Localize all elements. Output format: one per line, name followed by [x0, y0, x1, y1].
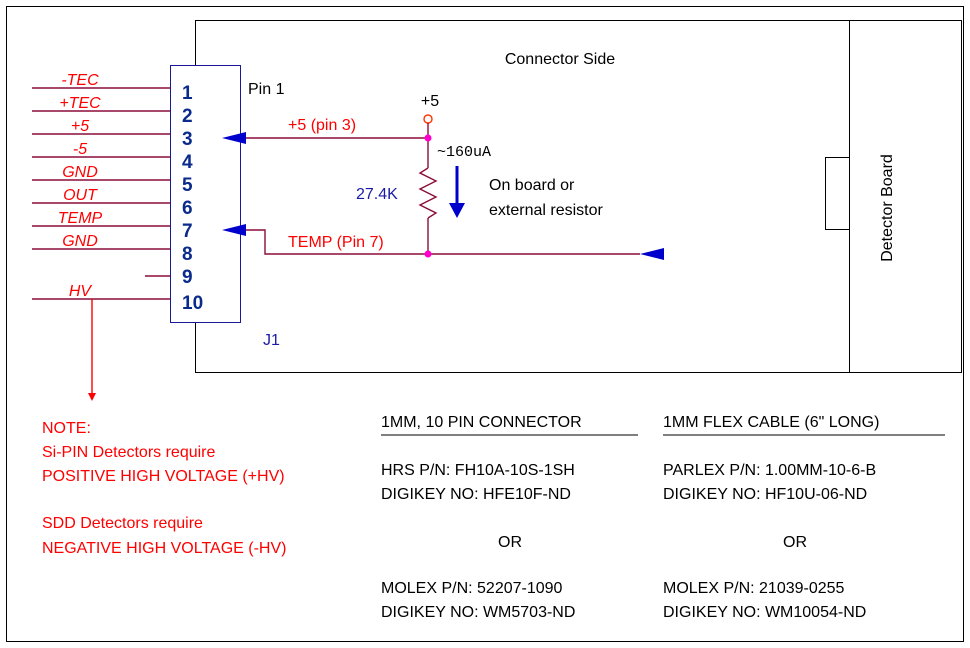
temp-arrow-icon	[222, 224, 246, 236]
signal-label: -TEC	[61, 72, 99, 89]
cable-heading: 1MM FLEX CABLE (6" LONG)	[663, 414, 879, 431]
resistor-note-line: external resistor	[489, 202, 603, 219]
connector-part-line: HRS P/N: FH10A-10S-1SH	[381, 462, 575, 479]
signal-label: GND	[62, 233, 98, 250]
cable-part-line: DIGIKEY NO: HF10U-06-ND	[663, 486, 867, 503]
pin-number: 10	[182, 293, 203, 314]
pin-number: 3	[182, 129, 193, 150]
pin-number: 1	[182, 83, 193, 104]
junction-node	[424, 250, 432, 258]
current-label: ~160uA	[437, 144, 491, 161]
signal-label: HV	[69, 283, 93, 300]
connector-heading: 1MM, 10 PIN CONNECTOR	[381, 414, 582, 431]
signal-label: OUT	[63, 187, 98, 204]
detector-arrow-icon	[640, 248, 664, 260]
signal-label: -5	[73, 141, 87, 158]
junction-node	[424, 134, 432, 142]
connector-or: OR	[498, 534, 522, 551]
pin-number: 2	[182, 106, 193, 127]
plus5-arrow-icon	[222, 132, 246, 144]
temp-wire-label: TEMP (Pin 7)	[288, 234, 384, 251]
connector-part-line: DIGIKEY NO: WM5703-ND	[381, 604, 575, 621]
pin-number: 8	[182, 244, 193, 265]
plus5-wire-label: +5 (pin 3)	[288, 117, 356, 134]
note-title: NOTE:	[42, 420, 91, 437]
current-arrow-icon	[449, 203, 465, 218]
pin-number: 6	[182, 198, 193, 219]
cable-part-line: DIGIKEY NO: WM10054-ND	[663, 604, 866, 621]
signal-label: +5	[71, 118, 89, 135]
note-line: POSITIVE HIGH VOLTAGE (+HV)	[42, 468, 285, 485]
cable-or: OR	[783, 534, 807, 551]
j1-connector-body	[170, 65, 241, 323]
resistor-note-line: On board or	[489, 177, 575, 194]
detector-board-label: Detector Board	[879, 154, 896, 262]
pin1-label: Pin 1	[248, 81, 285, 98]
note-line: Si-PIN Detectors require	[42, 444, 215, 461]
j1-label: J1	[263, 332, 280, 349]
cable-part-line: PARLEX P/N: 1.00MM-10-6-B	[663, 462, 876, 479]
detector-board-connector	[825, 157, 850, 230]
cable-part-line: MOLEX P/N: 21039-0255	[663, 580, 845, 597]
pin-number: 4	[182, 152, 193, 173]
signal-label: +TEC	[59, 95, 101, 112]
resistor-value: 27.4K	[356, 186, 398, 203]
supply-terminal	[423, 114, 433, 124]
resistor-27k-symbol	[418, 167, 438, 219]
connector-part-line: DIGIKEY NO: HFE10F-ND	[381, 486, 571, 503]
connector-side-label: Connector Side	[505, 51, 615, 68]
pin-number: 7	[182, 221, 193, 242]
note-line: SDD Detectors require	[42, 515, 203, 532]
pin-number: 5	[182, 175, 193, 196]
outer-frame	[6, 6, 964, 642]
connector-part-line: MOLEX P/N: 52207-1090	[381, 580, 563, 597]
note-line: NEGATIVE HIGH VOLTAGE (-HV)	[42, 540, 286, 557]
temp-wire	[245, 229, 640, 255]
signal-label: GND	[62, 164, 98, 181]
hv-arrow-icon	[88, 393, 96, 401]
supply-label: +5	[421, 93, 439, 110]
signal-label: TEMP	[58, 210, 103, 227]
pin-number: 9	[182, 267, 193, 288]
